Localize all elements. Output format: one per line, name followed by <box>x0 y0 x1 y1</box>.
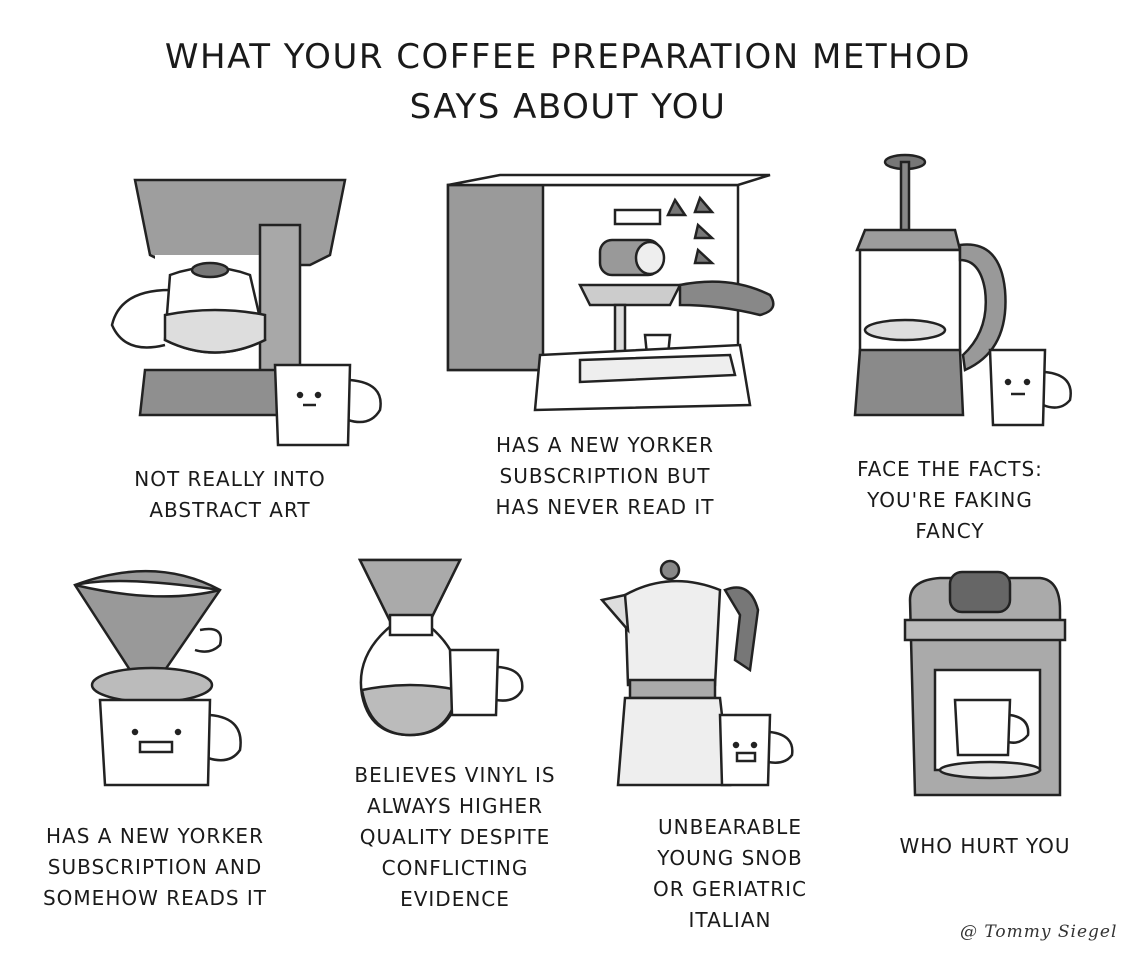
french-press-icon <box>853 153 1072 427</box>
caption-line: BELIEVES VINYL IS <box>354 763 556 787</box>
caption-line: NOT REALLY INTO <box>134 467 326 491</box>
caption-line: ABSTRACT ART <box>149 498 311 522</box>
caption-pod-machine: WHO HURT YOU <box>860 831 1110 862</box>
caption-line: EVIDENCE <box>400 887 510 911</box>
drip-coffee-maker-icon <box>110 178 382 447</box>
caption-line: QUALITY DESPITE <box>359 825 551 849</box>
caption-line: HAS A NEW YORKER <box>46 824 264 848</box>
caption-drip: NOT REALLY INTO ABSTRACT ART <box>80 464 380 526</box>
caption-line: YOUNG SNOB <box>657 846 803 870</box>
caption-line: HAS A NEW YORKER <box>496 433 714 457</box>
caption-moka-pot: UNBEARABLE YOUNG SNOB OR GERIATRIC ITALI… <box>590 812 870 936</box>
caption-line: UNBEARABLE <box>658 815 802 839</box>
caption-line: YOU'RE FAKING <box>867 488 1033 512</box>
caption-line: OR GERIATRIC <box>652 877 808 901</box>
caption-chemex: BELIEVES VINYL IS ALWAYS HIGHER QUALITY … <box>305 760 605 915</box>
artist-signature: @ Tommy Siegel <box>960 922 1118 942</box>
caption-line: SUBSCRIPTION AND <box>47 855 263 879</box>
caption-line: WHO HURT YOU <box>899 834 1071 858</box>
caption-french-press: FACE THE FACTS: YOU'RE FAKING FANCY <box>805 454 1095 547</box>
chemex-icon <box>357 558 524 737</box>
caption-line: HAS NEVER READ IT <box>495 495 715 519</box>
caption-line: CONFLICTING <box>381 856 529 880</box>
caption-line: SUBSCRIPTION BUT <box>499 464 711 488</box>
caption-line: FACE THE FACTS: <box>857 457 1043 481</box>
pod-machine-icon <box>903 570 1067 797</box>
caption-line: FANCY <box>915 519 985 543</box>
caption-line: ITALIAN <box>688 908 772 932</box>
comic-title-line-2: SAYS ABOUT YOU <box>409 87 727 127</box>
espresso-machine-icon <box>446 173 775 412</box>
caption-line: SOMEHOW READS IT <box>42 886 268 910</box>
caption-line: ALWAYS HIGHER <box>366 794 544 818</box>
pour-over-dripper-icon <box>73 569 242 787</box>
caption-espresso: HAS A NEW YORKER SUBSCRIPTION BUT HAS NE… <box>455 430 755 523</box>
caption-pour-over: HAS A NEW YORKER SUBSCRIPTION AND SOMEHO… <box>10 821 300 914</box>
comic-title-line-1: WHAT YOUR COFFEE PREPARATION METHOD <box>164 37 972 77</box>
moka-pot-icon <box>599 559 794 787</box>
